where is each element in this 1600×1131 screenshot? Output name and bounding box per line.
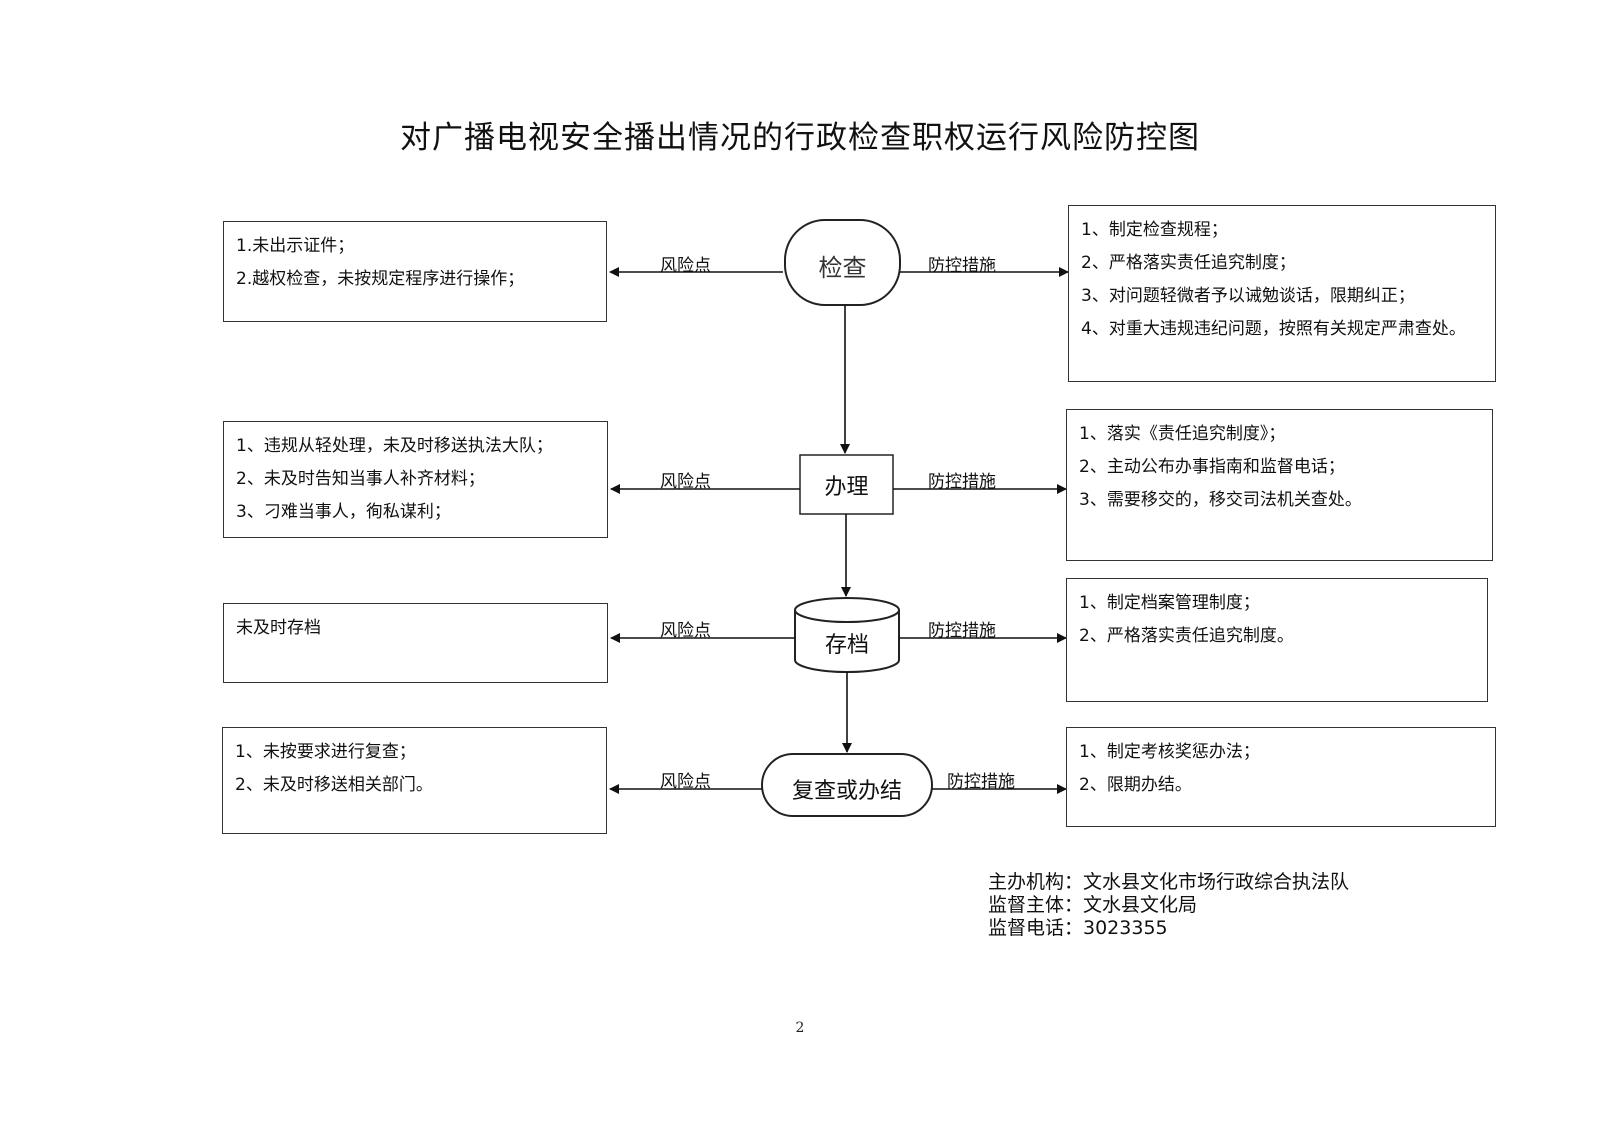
footer-supervisor: 监督主体：文水县文化局 <box>988 894 1198 916</box>
control-label-check: 防控措施 <box>928 256 996 276</box>
control-item: 1、制定档案管理制度； <box>1079 593 1260 613</box>
risk-item: 3、刁难当事人，徇私谋利； <box>236 502 451 522</box>
handle-node-label: 办理 <box>824 475 869 500</box>
risk-item: 1、未按要求进行复查； <box>235 742 416 762</box>
risk-label-check: 风险点 <box>660 256 711 276</box>
control-item: 2、严格落实责任追究制度。 <box>1079 626 1294 646</box>
control-item: 1、制定检查规程； <box>1081 220 1228 240</box>
risk-box-handle: 1、违规从轻处理，未及时移送执法大队； 2、未及时告知当事人补齐材料； 3、刁难… <box>223 421 608 538</box>
control-item: 2、主动公布办事指南和监督电话； <box>1079 457 1345 477</box>
control-label-handle: 防控措施 <box>928 472 996 492</box>
control-box-archive: 1、制定档案管理制度； 2、严格落实责任追究制度。 <box>1066 578 1488 702</box>
risk-label-archive: 风险点 <box>660 621 711 641</box>
archive-node-label: 存档 <box>824 633 869 658</box>
footer-info: 主办机构：文水县文化市场行政综合执法队 监督主体：文水县文化局 监督电话：302… <box>988 871 1349 940</box>
review-node-label: 复查或办结 <box>791 779 902 804</box>
control-box-check: 1、制定检查规程； 2、严格落实责任追究制度； 3、对问题轻微者予以诫勉谈话，限… <box>1068 205 1496 382</box>
risk-item: 2、未及时移送相关部门。 <box>235 775 433 795</box>
control-box-review: 1、制定考核奖惩办法； 2、限期办结。 <box>1066 727 1496 827</box>
control-label-review: 防控措施 <box>947 772 1015 792</box>
risk-label-handle: 风险点 <box>660 472 711 492</box>
control-label-archive: 防控措施 <box>928 621 996 641</box>
footer-phone: 监督电话：3023355 <box>988 917 1168 939</box>
control-item: 2、严格落实责任追究制度； <box>1081 253 1296 273</box>
control-item: 3、需要移交的，移交司法机关查处。 <box>1079 490 1362 510</box>
risk-box-review: 1、未按要求进行复查； 2、未及时移送相关部门。 <box>222 727 607 834</box>
page-title: 对广播电视安全播出情况的行政检查职权运行风险防控图 <box>400 120 1200 156</box>
footer-organizer: 主办机构：文水县文化市场行政综合执法队 <box>988 871 1350 893</box>
risk-item: 1.未出示证件； <box>236 236 355 256</box>
check-node-shape <box>784 219 901 306</box>
risk-box-archive: 未及时存档 <box>223 603 608 683</box>
control-item: 2、限期办结。 <box>1079 775 1192 795</box>
risk-item: 2.越权检查，未按规定程序进行操作； <box>236 269 525 289</box>
page-number: 2 <box>795 1020 805 1036</box>
risk-item: 1、违规从轻处理，未及时移送执法大队； <box>236 436 553 456</box>
control-item: 3、对问题轻微者予以诫勉谈话，限期纠正； <box>1081 286 1415 306</box>
review-node-shape <box>761 753 933 817</box>
control-item: 1、制定考核奖惩办法； <box>1079 742 1260 762</box>
check-node-label: 检查 <box>818 254 867 282</box>
risk-label-review: 风险点 <box>660 772 711 792</box>
control-box-handle: 1、落实《责任追究制度》； 2、主动公布办事指南和监督电话； 3、需要移交的，移… <box>1066 409 1493 561</box>
risk-item: 2、未及时告知当事人补齐材料； <box>236 469 485 489</box>
control-item: 4、对重大违规违纪问题，按照有关规定严肃查处。 <box>1081 319 1466 339</box>
risk-box-check: 1.未出示证件； 2.越权检查，未按规定程序进行操作； <box>223 221 607 322</box>
control-item: 1、落实《责任追究制度》； <box>1079 424 1286 444</box>
risk-item: 未及时存档 <box>236 618 321 638</box>
